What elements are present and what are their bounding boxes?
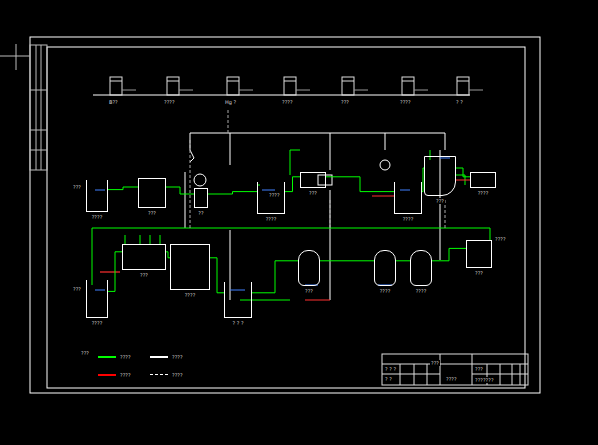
- node-label: ???: [474, 270, 484, 276]
- pipe-connector: [456, 168, 470, 177]
- tank: ? ? ?: [224, 282, 252, 326]
- drawing-label: ???: [474, 366, 484, 372]
- drawing-label: ? ?: [384, 376, 393, 382]
- tank: ????: [257, 182, 285, 222]
- shape-outline: [300, 172, 326, 188]
- node-label: ??: [197, 210, 204, 216]
- legend-sample: [98, 356, 116, 358]
- node-label: ???: [304, 288, 314, 294]
- pipe-connector: [326, 177, 394, 192]
- shape-outline: [194, 188, 208, 208]
- node-label: ????: [477, 190, 490, 196]
- shape-outline: [374, 250, 396, 286]
- pipe-connector: [396, 260, 410, 261]
- node-label: ????: [402, 216, 415, 222]
- drawing-label: ????: [445, 376, 458, 382]
- shape-outline: [224, 282, 252, 318]
- equipment-box: ???: [122, 244, 166, 278]
- drawing-label: ????: [281, 99, 294, 105]
- filter-vessel: ????: [410, 250, 432, 294]
- drawing-label: B??: [108, 99, 119, 105]
- tank: ????: [86, 180, 108, 220]
- filter-vessel: ????: [374, 250, 396, 294]
- equipment-box: ???: [466, 240, 492, 276]
- drawing-label: ? ?: [455, 99, 464, 105]
- pipe-connector: [252, 261, 298, 293]
- shape-outline: [138, 178, 166, 208]
- node-label: ???: [139, 272, 149, 278]
- shape-outline: [170, 244, 210, 290]
- pipe-connector: [108, 252, 122, 292]
- drawing-label: ???: [72, 286, 82, 292]
- drawing-label: Hg ?: [224, 99, 237, 105]
- pipe-connector: [210, 258, 224, 293]
- tank: ????: [394, 182, 422, 222]
- shape-outline: [466, 240, 492, 268]
- legend-sample: [98, 374, 116, 376]
- legend-sample: [150, 356, 168, 358]
- drawing-label: ????: [494, 236, 507, 242]
- drawing-label: ???????: [474, 377, 495, 383]
- pipe-connector: [432, 248, 466, 260]
- drawing-label: ???: [340, 99, 350, 105]
- shape-outline: [298, 250, 320, 286]
- shape-outline: [424, 156, 456, 196]
- drawing-label: ???: [72, 184, 82, 190]
- node-label: ????: [415, 288, 428, 294]
- drawing-label: ? ? ?: [384, 366, 397, 372]
- node-label: ????: [184, 292, 197, 298]
- equipment-box: ????: [470, 172, 496, 196]
- shape-outline: [122, 244, 166, 270]
- shape-outline: [86, 280, 108, 318]
- equipment-box: ???: [138, 178, 166, 216]
- pipe-connector: [108, 187, 138, 190]
- node-label: ????: [265, 216, 278, 222]
- node-label: ???: [435, 198, 445, 204]
- equipment-box: ???: [424, 156, 456, 204]
- node-label: ???: [308, 190, 318, 196]
- legend-sample: [150, 374, 168, 375]
- node-label: ????: [91, 214, 104, 220]
- shape-outline: [394, 182, 422, 214]
- pipe-connector: [285, 177, 300, 192]
- node-label: ????: [379, 288, 392, 294]
- pipe-connector: [208, 192, 257, 194]
- drawing-label: ????: [268, 192, 281, 198]
- filter-vessel: ???: [298, 250, 320, 294]
- pipe-connector: [166, 187, 194, 194]
- shape-outline: [257, 182, 285, 214]
- drawing-label: ????: [163, 99, 176, 105]
- legend-text: ????: [119, 372, 132, 378]
- legend-text: ????: [171, 372, 184, 378]
- tank: ????: [86, 280, 108, 326]
- drawing-label: ???: [80, 350, 90, 356]
- drawing-label: ???: [430, 360, 440, 366]
- shape-outline: [410, 250, 432, 286]
- shape-outline: [86, 180, 108, 212]
- legend-text: ????: [171, 354, 184, 360]
- equipment-box: ????: [170, 244, 210, 298]
- shape-outline: [470, 172, 496, 188]
- node-label: ????: [91, 320, 104, 326]
- node-label: ???: [147, 210, 157, 216]
- equipment-box: ??: [194, 188, 208, 216]
- node-label: ? ? ?: [231, 320, 244, 326]
- pipe-connector: [320, 260, 374, 261]
- legend-text: ????: [119, 354, 132, 360]
- equipment-box: ???: [300, 172, 326, 196]
- drawing-label: ????: [399, 99, 412, 105]
